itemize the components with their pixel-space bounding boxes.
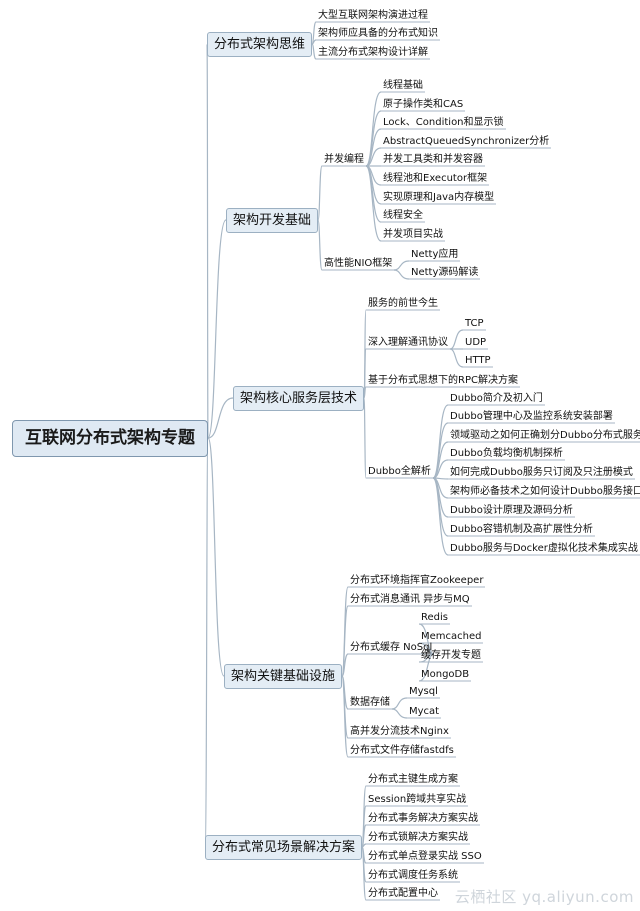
leaf-topic-4-3-2: Memcached <box>421 631 482 642</box>
branch-topic-2: 架构开发基础 <box>226 207 319 233</box>
root-to-branch-3 <box>207 397 234 439</box>
leaf-topic-4-3-1: Redis <box>421 612 448 623</box>
branch-topic-3: 架构核心服务层技术 <box>233 385 365 411</box>
leaf-topic-2-2-1: Netty应用 <box>411 249 459 260</box>
subtopic-5-3: 分布式事务解决方案实战 <box>368 813 478 824</box>
branch-to-subtopic-3-3 <box>363 386 367 399</box>
branch-to-subtopic-5-7 <box>361 846 367 901</box>
leaf-topic-2-1-8: 线程安全 <box>383 210 423 221</box>
subtopic-to-leaf-4-4-2 <box>391 708 408 719</box>
leaf-topic-3-4-3: 领域驱动之如何正确划分Dubbo分布式服务 <box>450 430 640 441</box>
subtopic-to-leaf-2-2-2 <box>393 269 410 280</box>
subtopic-to-leaf-3-2-3 <box>449 348 464 368</box>
leaf-topic-3-4-5: 如何完成Dubbo服务只订阅及只注册模式 <box>450 467 633 478</box>
branch-to-subtopic-1-3 <box>311 43 317 60</box>
subtopic-4-1: 分布式环境指挥官Zookeeper <box>350 575 484 586</box>
subtopic-1-2: 架构师应具备的分布式知识 <box>318 28 438 39</box>
subtopic-4-3: 分布式缓存 NoSql <box>350 642 433 653</box>
leaf-topic-2-1-1: 线程基础 <box>383 80 423 91</box>
leaf-topic-3-2-2: UDP <box>465 337 487 348</box>
branch-topic-5: 分布式常见场景解决方案 <box>205 834 363 860</box>
leaf-topic-3-4-9: Dubbo服务与Docker虚拟化技术集成实战 <box>450 543 638 554</box>
leaf-topic-4-4-2: Mycat <box>409 706 440 717</box>
subtopic-5-5: 分布式单点登录实战 SSO <box>368 851 482 862</box>
leaf-topic-3-4-2: Dubbo管理中心及监控系统安装部署 <box>450 411 613 422</box>
subtopic-5-2: Session跨域共享实战 <box>368 794 467 805</box>
subtopic-4-2: 分布式消息通讯 异步与MQ <box>350 594 470 605</box>
branch-topic-1: 分布式架构思维 <box>207 31 313 57</box>
subtopic-4-6: 分布式文件存储fastdfs <box>350 745 454 756</box>
leaf-topic-4-3-3: 缓存开发专题 <box>421 650 481 661</box>
subtopic-2-1: 并发编程 <box>324 154 364 165</box>
subtopic-1-3: 主流分布式架构设计详解 <box>318 47 428 58</box>
subtopic-4-5: 高并发分流技术Nginx <box>350 726 449 737</box>
subtopic-to-leaf-2-1-9 <box>365 165 382 242</box>
subtopic-5-4: 分布式锁解决方案实战 <box>368 832 468 843</box>
leaf-topic-2-1-5: 并发工具类和并发容器 <box>383 154 483 165</box>
leaf-topic-3-4-1: Dubbo简介及初入门 <box>450 393 543 404</box>
subtopic-3-1: 服务的前世今生 <box>368 298 438 309</box>
root-to-branch-2 <box>207 219 227 439</box>
leaf-topic-3-4-6: 架构师必备技术之如何设计Dubbo服务接口 <box>450 486 640 497</box>
branch-topic-4: 架构关键基础设施 <box>224 663 343 689</box>
subtopic-3-4: Dubbo全解析 <box>368 466 431 477</box>
leaf-topic-3-4-8: Dubbo容错机制及高扩展性分析 <box>450 524 593 535</box>
leaf-topic-3-2-1: TCP <box>465 318 484 329</box>
leaf-topic-2-1-2: 原子操作类和CAS <box>383 99 464 110</box>
leaf-topic-2-2-2: Netty源码解读 <box>411 267 479 278</box>
branch-to-subtopic-4-3 <box>341 653 349 677</box>
branch-to-subtopic-2-2 <box>317 219 323 271</box>
root-to-branch-4 <box>207 437 225 677</box>
subtopic-4-4: 数据存储 <box>350 697 390 708</box>
branch-to-subtopic-2-1 <box>317 165 323 221</box>
subtopic-to-leaf-3-4-9 <box>432 477 449 556</box>
subtopic-5-6: 分布式调度任务系统 <box>368 870 458 881</box>
leaf-topic-2-1-9: 并发项目实战 <box>383 229 443 240</box>
root-topic: 互联网分布式架构专题 <box>12 419 208 457</box>
subtopic-2-2: 高性能NIO框架 <box>324 258 393 269</box>
leaf-topic-3-4-7: Dubbo设计原理及源码分析 <box>450 505 573 516</box>
subtopic-3-2: 深入理解通讯协议 <box>368 337 448 348</box>
leaf-topic-2-1-4: AbstractQueuedSynchronizer分析 <box>383 136 550 147</box>
watermark: 云栖社区 yq.aliyun.com <box>454 888 634 906</box>
leaf-topic-3-2-3: HTTP <box>465 355 491 366</box>
branch-to-subtopic-3-4 <box>363 397 367 479</box>
branch-to-subtopic-4-6 <box>341 675 349 758</box>
root-to-branch-1 <box>206 43 209 439</box>
leaf-topic-4-4-1: Mysql <box>409 686 438 697</box>
subtopic-5-1: 分布式主键生成方案 <box>368 774 458 785</box>
subtopic-to-leaf-4-3-4 <box>418 653 435 682</box>
root-to-branch-5 <box>204 437 209 848</box>
leaf-topic-2-1-3: Lock、Condition和显示锁 <box>383 117 504 128</box>
subtopic-3-3: 基于分布式思想下的RPC解决方案 <box>368 375 518 386</box>
leaf-topic-4-3-4: MongoDB <box>421 669 470 680</box>
subtopic-5-7: 分布式配置中心 <box>368 888 438 899</box>
leaf-topic-3-4-4: Dubbo负载均衡机制探析 <box>450 448 563 459</box>
subtopic-1-1: 大型互联网架构演进过程 <box>318 10 428 21</box>
leaf-topic-2-1-6: 线程池和Executor框架 <box>383 173 488 184</box>
leaf-topic-2-1-7: 实现原理和Java内存模型 <box>383 192 495 203</box>
